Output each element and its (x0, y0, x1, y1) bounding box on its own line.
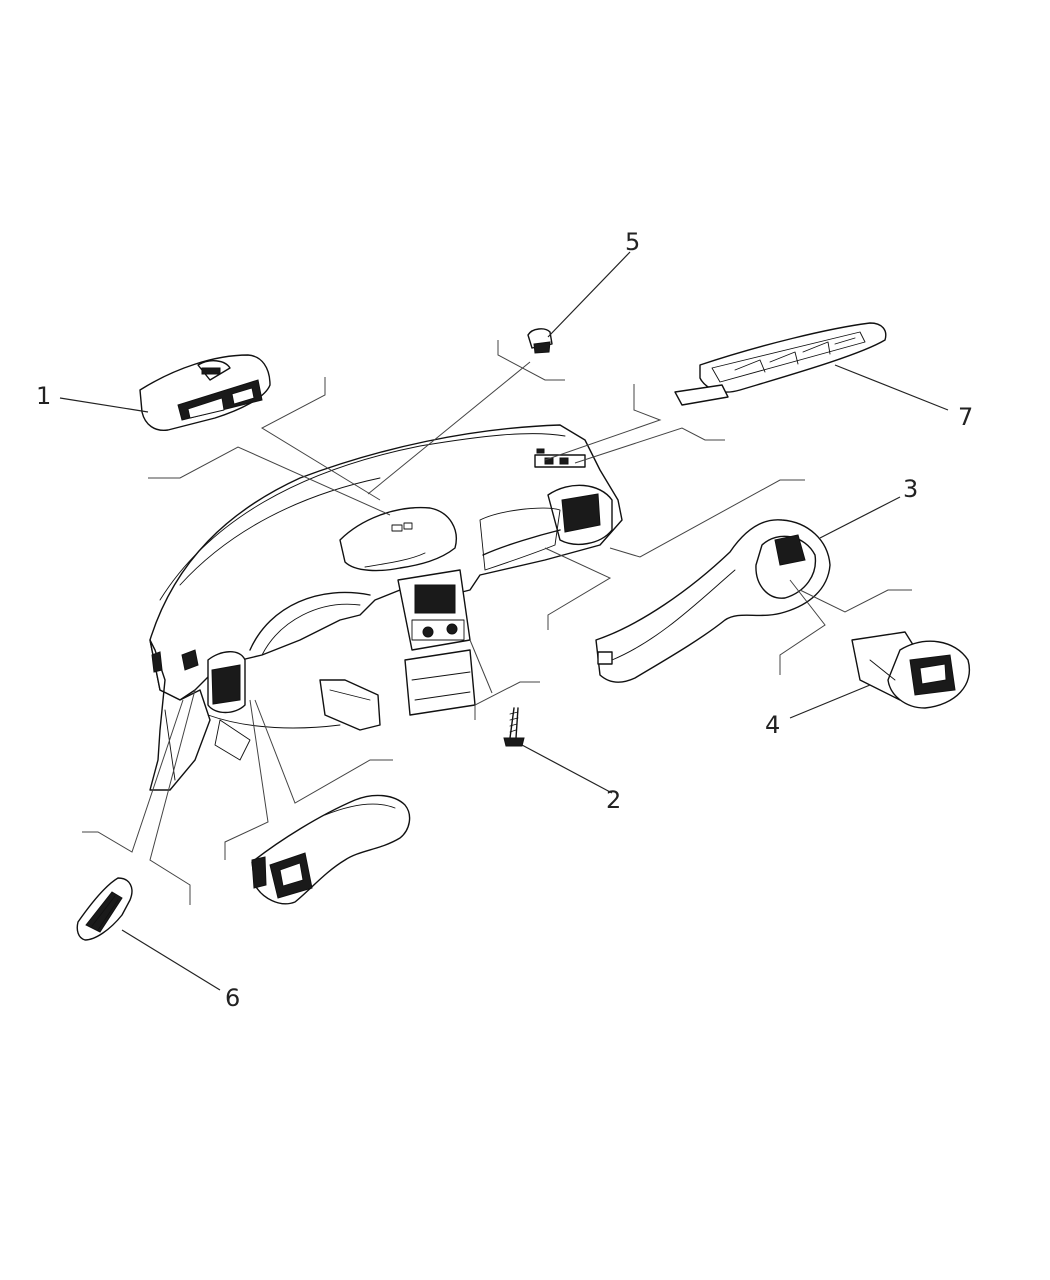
part-3-right-vent-duct-bezel (595, 519, 831, 683)
assembly-bracket-lines (82, 340, 912, 905)
part-4-right-outlet-vent (851, 631, 971, 709)
callout-3: 3 (903, 475, 918, 503)
callout-leaders (59, 251, 949, 991)
callout-6: 6 (225, 984, 240, 1012)
callout-5: 5 (625, 228, 640, 256)
callout-2: 2 (606, 786, 621, 814)
part-1-center-vent-bezel (139, 354, 271, 432)
callout-4: 4 (765, 711, 780, 739)
callout-1: 1 (36, 382, 51, 410)
instrument-panel-assembly (149, 424, 623, 791)
callout-7: 7 (958, 403, 973, 431)
left-vent-duct-assembly (251, 794, 411, 905)
callout-labels: 1 2 3 4 5 6 7 (36, 228, 973, 1012)
part-5-sensor-clip (527, 328, 553, 354)
part-7-defroster-grille (674, 322, 887, 406)
part-6-side-demister-vent (76, 877, 133, 941)
part-2-screw (503, 707, 525, 747)
